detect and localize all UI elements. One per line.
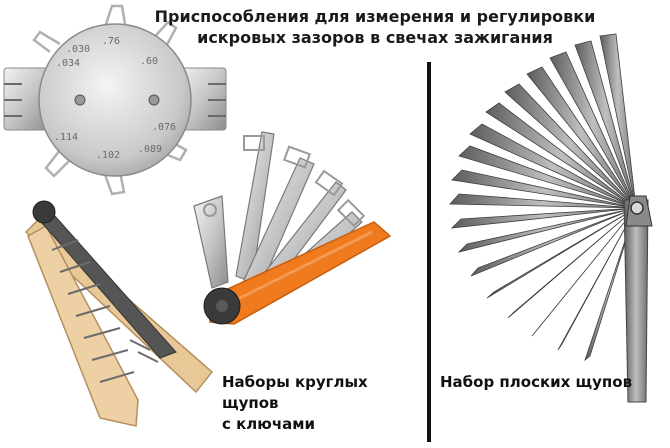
flat-gauges-caption: Набор плоских щупов [440, 373, 633, 391]
round-gauges-caption-line-1: Наборы круглых щупов [222, 373, 368, 412]
disc-mark-3: .034 [56, 58, 80, 69]
round-gauges-caption: Наборы круглых щупов с ключами [222, 372, 422, 435]
section-divider [427, 62, 431, 442]
tan-wire-gauge-set [24, 200, 214, 427]
disc-mark-1: .76 [102, 36, 120, 47]
disc-mark-7: .089 [138, 144, 162, 155]
disc-mark-8: .076 [152, 122, 176, 133]
title-line-2: искровых зазоров в свечах зажигания [197, 28, 553, 47]
orange-wire-gauge-set [193, 131, 392, 325]
flat-feeler-gauge-set [449, 33, 653, 403]
disc-mark-4: .030 [66, 44, 90, 55]
disc-mark-6: .102 [96, 150, 120, 161]
disc-mark-5: .114 [54, 132, 78, 143]
title-line-1: Приспособления для измерения и регулиров… [154, 7, 596, 26]
round-gauges-caption-line-2: с ключами [222, 415, 316, 433]
page-title: Приспособления для измерения и регулиров… [150, 6, 600, 48]
disc-mark-2: .60 [140, 56, 158, 67]
wire-gauge-disc: .76 .60 .034 .030 .114 .102 .089 .076 [3, 4, 227, 196]
